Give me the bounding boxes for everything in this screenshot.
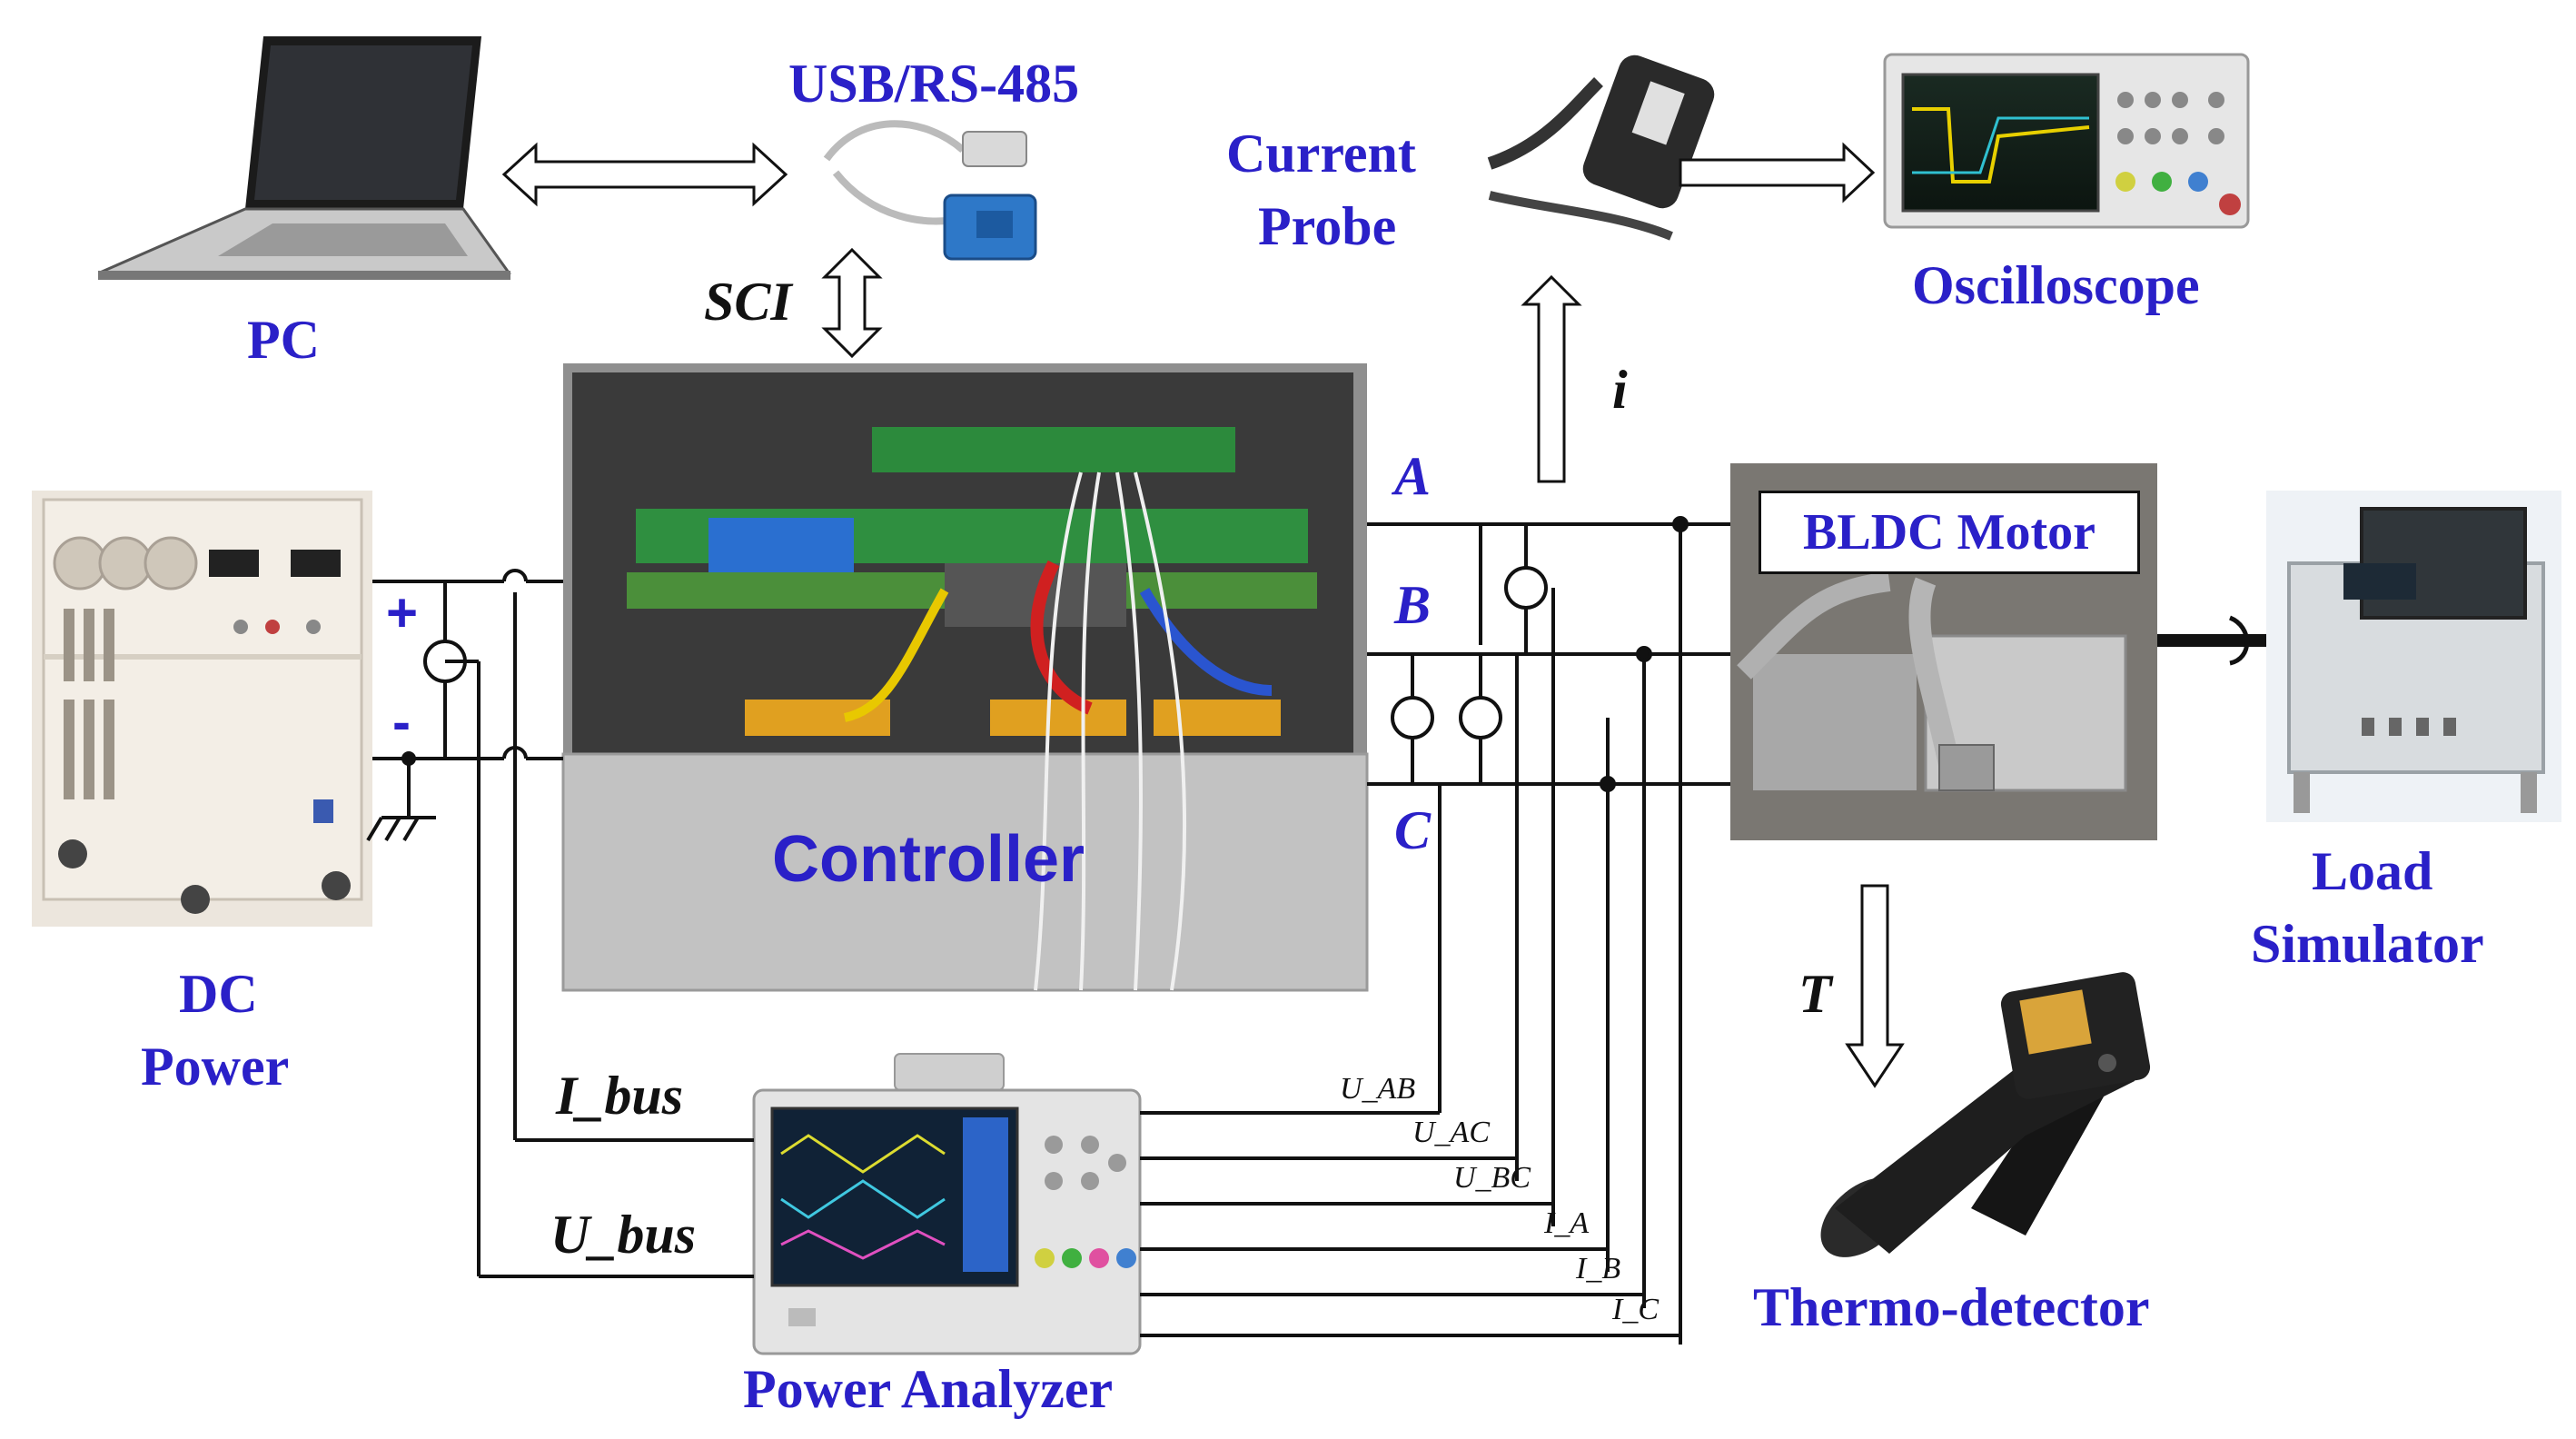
current-probe-label-line2: Probe: [1258, 196, 1397, 256]
dc-power-supply-icon: [32, 491, 372, 927]
bldc-motor-label: BLDC Motor: [1759, 491, 2140, 574]
plus-terminal-label: +: [386, 582, 419, 643]
dc-power-label-line2: Power: [141, 1037, 290, 1097]
controller-label: Controller: [772, 823, 1085, 896]
u-bus-label: U_bus: [550, 1205, 697, 1265]
usb-rs485-cable-icon: [823, 120, 1037, 261]
load-simulator-label-line2: Simulator: [2251, 914, 2484, 974]
pc-label: PC: [247, 310, 320, 370]
temperature-t-label: T: [1798, 964, 1832, 1024]
phase-b-label: B: [1394, 575, 1432, 635]
i-c-label: I_C: [1612, 1293, 1659, 1326]
current-probe-label-line1: Current: [1226, 124, 1416, 184]
i-bus-label: I_bus: [556, 1066, 684, 1126]
pc-usb-arrow: [501, 142, 788, 207]
power-analyzer-icon: [752, 1053, 1142, 1355]
oscilloscope-label: Oscilloscope: [1912, 255, 2200, 315]
controller-photo: [561, 363, 1369, 992]
u-ab-label: U_AB: [1340, 1072, 1416, 1106]
usb-rs485-label: USB/RS-485: [788, 54, 1080, 114]
i-b-label: I_B: [1576, 1252, 1621, 1285]
dc-power-label-line1: DC: [179, 964, 258, 1024]
laptop-icon: [98, 36, 511, 280]
wiring: [366, 516, 2266, 1345]
temperature-t-arrow: [1845, 884, 1905, 1088]
u-bc-label: U_BC: [1453, 1161, 1531, 1195]
phase-c-label: C: [1394, 800, 1432, 860]
current-i-label: i: [1612, 360, 1628, 420]
thermo-detector-icon: [1820, 972, 2151, 1257]
i-a-label: I_A: [1544, 1206, 1590, 1240]
thermo-detector-label: Thermo-detector: [1753, 1277, 2150, 1337]
current-i-arrow: [1521, 274, 1582, 483]
minus-terminal-label: -: [392, 691, 411, 752]
load-simulator-icon: [2266, 491, 2561, 822]
phase-a-label: A: [1394, 446, 1432, 506]
current-probe-icon: [1487, 55, 1715, 241]
sci-label: SCI: [704, 272, 792, 332]
power-analyzer-label: Power Analyzer: [743, 1359, 1114, 1419]
sci-arrow: [821, 247, 883, 359]
probe-oscilloscope-arrow: [1679, 142, 1876, 203]
u-ac-label: U_AC: [1412, 1116, 1490, 1149]
load-simulator-label-line1: Load: [2312, 841, 2433, 901]
oscilloscope-icon: [1883, 53, 2250, 229]
